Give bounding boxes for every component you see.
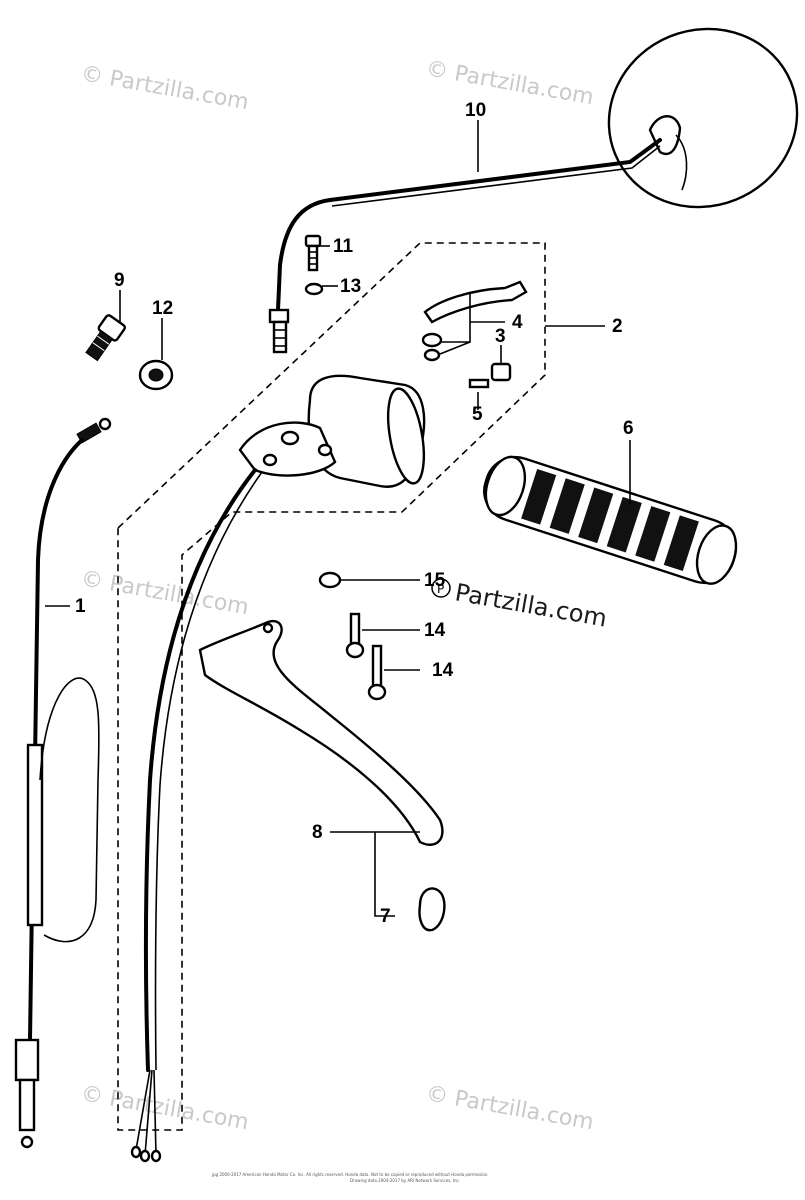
lever-cap-part-7 xyxy=(418,887,446,932)
callout-1: 1 xyxy=(75,596,86,617)
callout-2: 2 xyxy=(612,316,623,337)
watermark: © Partzilla.com xyxy=(424,56,596,110)
callout-12: 12 xyxy=(152,298,173,319)
copyright-line: jpg 2000-2017 American Honda Motor Co. I… xyxy=(211,1172,489,1177)
watermark: © Partzilla.com xyxy=(424,1081,596,1135)
watermark: © Partzilla.com xyxy=(79,61,251,115)
bolt-part-11 xyxy=(304,234,322,272)
cable-part-1 xyxy=(14,417,112,1149)
watermark: © Partzilla.com xyxy=(79,1081,251,1135)
copyright-line: Drawing data 2004-2017 by ARI Network Se… xyxy=(350,1178,460,1183)
mirror-part xyxy=(268,27,799,354)
screw-part-5 xyxy=(468,378,490,389)
watermark: © Partzilla.com xyxy=(79,566,251,620)
brand-text: Partzilla.com xyxy=(453,578,609,632)
callout-10: 10 xyxy=(465,100,486,121)
leader-lines xyxy=(45,120,631,917)
callouts: 10 11 13 9 12 2 4 3 5 6 1 15 14 14 8 7 xyxy=(75,100,634,927)
clamp-part-4 xyxy=(421,280,528,362)
screw-part-3 xyxy=(490,362,512,382)
callout-8: 8 xyxy=(312,822,323,843)
grip-part-6 xyxy=(483,455,738,585)
callout-7: 7 xyxy=(380,906,391,927)
callout-11: 11 xyxy=(333,236,354,257)
washer-part-13 xyxy=(304,282,324,296)
brand-watermark: P Partzilla.com xyxy=(431,578,609,633)
callout-9: 9 xyxy=(114,270,125,291)
callout-14: 14 xyxy=(424,620,446,641)
callout-3: 3 xyxy=(495,326,506,347)
nut-part-12 xyxy=(138,359,174,391)
callout-6: 6 xyxy=(623,418,634,439)
lever-part-8 xyxy=(198,619,444,846)
bolt-part-14-b xyxy=(367,644,387,701)
callout-5: 5 xyxy=(472,404,483,425)
callout-4: 4 xyxy=(512,312,523,333)
svg-text:P: P xyxy=(437,582,444,596)
washer-part-15 xyxy=(318,571,342,589)
callout-14: 14 xyxy=(432,660,454,681)
lever-bracket-part-2 xyxy=(130,374,426,1163)
callout-13: 13 xyxy=(340,276,361,297)
adjuster-part-9 xyxy=(85,314,126,362)
bolt-part-14-a xyxy=(345,612,365,659)
